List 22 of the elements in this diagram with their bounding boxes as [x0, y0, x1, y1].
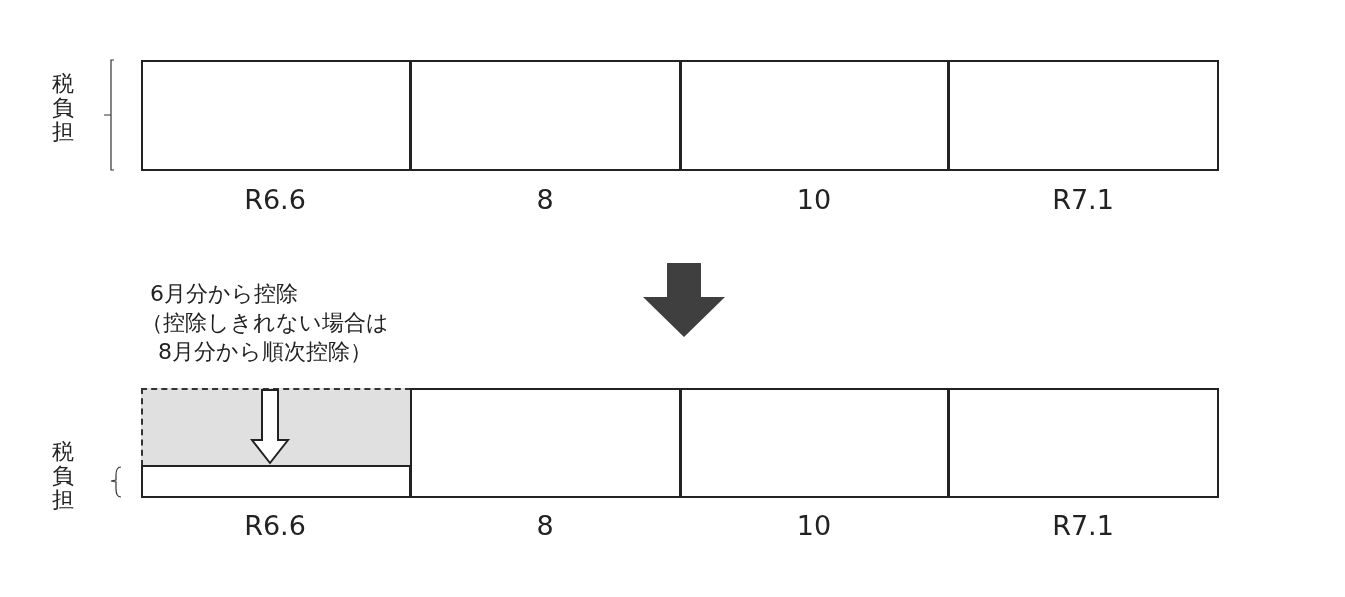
axis-label: 税負担 — [52, 72, 74, 145]
period-box — [680, 60, 949, 171]
period-box — [141, 465, 411, 498]
period-label: R7.1 — [1052, 512, 1114, 539]
note-text: 6月分から控除 — [150, 283, 298, 305]
period-box — [410, 60, 681, 171]
period-label: R6.6 — [244, 512, 306, 539]
period-box — [948, 388, 1219, 498]
note-text: 8月分から順次控除） — [158, 341, 372, 363]
note-text: （控除しきれない場合は — [141, 312, 389, 334]
period-label: 10 — [796, 186, 832, 213]
reduced-area — [141, 388, 411, 466]
period-box — [410, 388, 681, 498]
period-box — [680, 388, 949, 498]
period-label: R7.1 — [1052, 186, 1114, 213]
period-box — [948, 60, 1219, 171]
period-label: 8 — [536, 186, 554, 213]
period-label: 10 — [796, 512, 832, 539]
period-box — [141, 60, 411, 171]
period-label: R6.6 — [244, 186, 306, 213]
axis-label: 税負担 — [52, 440, 74, 513]
period-label: 8 — [536, 512, 554, 539]
